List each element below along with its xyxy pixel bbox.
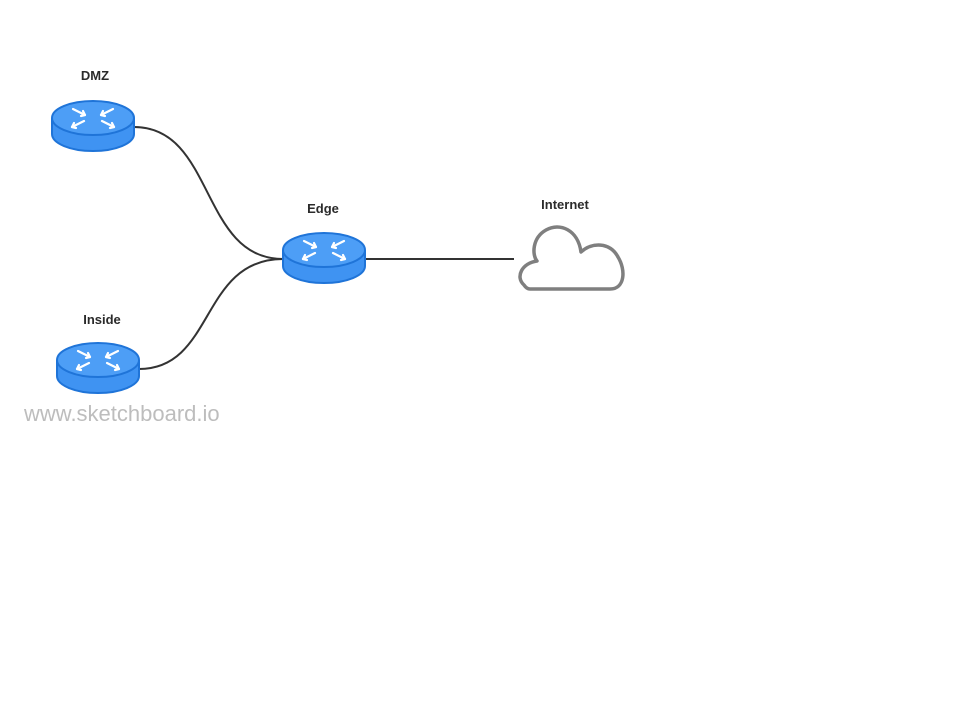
node-edge[interactable]: Edge <box>281 201 367 285</box>
cloud-icon <box>518 225 625 291</box>
node-internet[interactable]: Internet <box>518 197 625 291</box>
router-icon <box>281 231 367 285</box>
link-dmz-edge[interactable] <box>133 126 284 260</box>
watermark-text: www.sketchboard.io <box>23 401 220 426</box>
node-edge-label: Edge <box>307 201 339 216</box>
node-internet-label: Internet <box>541 197 589 212</box>
link-inside-edge[interactable] <box>138 258 284 370</box>
router-icon <box>50 99 136 153</box>
node-inside[interactable]: Inside <box>55 312 141 395</box>
node-dmz-label: DMZ <box>81 68 109 83</box>
router-icon <box>55 341 141 395</box>
node-inside-label: Inside <box>83 312 121 327</box>
node-dmz[interactable]: DMZ <box>50 68 136 153</box>
